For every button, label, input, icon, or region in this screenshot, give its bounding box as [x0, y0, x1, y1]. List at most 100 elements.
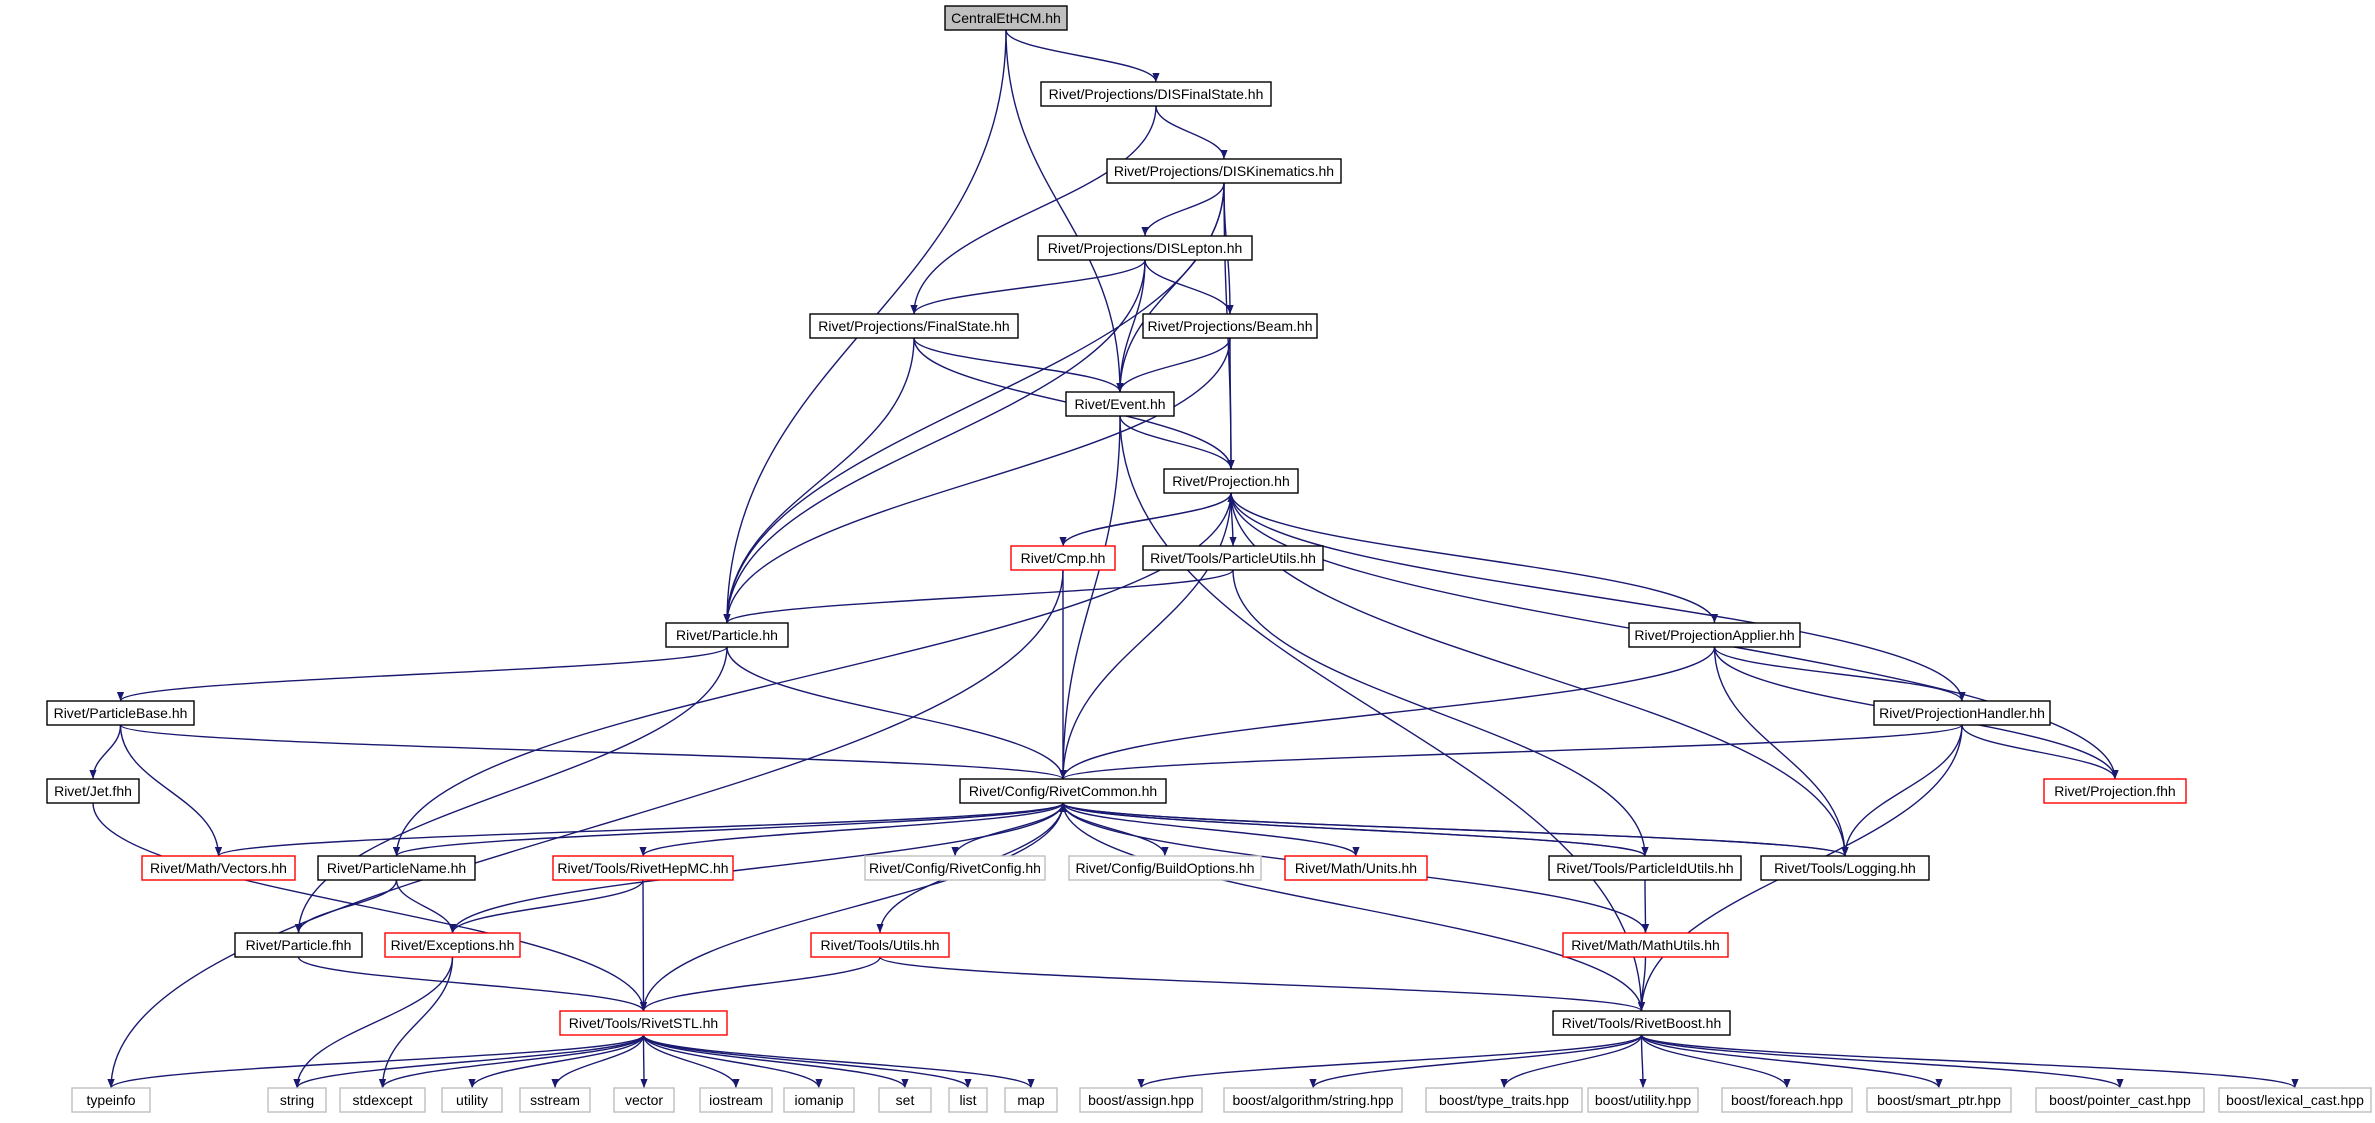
node-particlefhh[interactable]: Rivet/Particle.fhh — [234, 932, 363, 958]
edge-projection-to-projhandler — [1230, 492, 1966, 702]
edge-projection-to-rivetcommon — [1059, 492, 1232, 780]
node-label: Rivet/Projections/FinalState.hh — [818, 318, 1009, 334]
node-box — [2218, 1087, 2372, 1113]
edge-rivetboost-to-foreach — [1640, 1034, 1791, 1089]
node-units[interactable]: Rivet/Math/Units.hh — [1284, 855, 1428, 881]
node-box — [441, 1087, 503, 1113]
edge-rivetstl-to-stdexcept — [378, 1034, 645, 1089]
edge-rivetboost-to-boostutility — [1639, 1034, 1647, 1089]
node-box — [1065, 391, 1175, 417]
edge-projapplier-to-logging — [1713, 646, 1849, 857]
node-box — [46, 700, 195, 726]
node-buildoptions: Rivet/Config/BuildOptions.hh — [1068, 855, 1262, 881]
node-particlebase[interactable]: Rivet/ParticleBase.hh — [46, 700, 195, 726]
node-diskin[interactable]: Rivet/Projections/DISKinematics.hh — [1106, 158, 1342, 184]
edge-disfinal-to-finalstate — [910, 105, 1157, 315]
node-beam[interactable]: Rivet/Projections/Beam.hh — [1142, 313, 1318, 339]
node-exceptions[interactable]: Rivet/Exceptions.hh — [384, 932, 521, 958]
node-label: Rivet/ParticleName.hh — [327, 860, 466, 876]
node-utils[interactable]: Rivet/Tools/Utils.hh — [810, 932, 950, 958]
edge-rivetboost-to-smartptr — [1640, 1034, 1943, 1089]
node-label: boost/type_traits.hpp — [1439, 1092, 1569, 1108]
node-box — [2035, 1087, 2205, 1113]
node-particleutils[interactable]: Rivet/Tools/ParticleUtils.hh — [1142, 545, 1324, 571]
node-set: set — [878, 1087, 932, 1113]
node-label: Rivet/ProjectionApplier.hh — [1634, 627, 1794, 643]
node-utility: utility — [441, 1087, 503, 1113]
node-label: boost/pointer_cast.hpp — [2049, 1092, 2191, 1108]
node-rivetstl[interactable]: Rivet/Tools/RivetSTL.hh — [559, 1010, 728, 1036]
edge-rivetstl-to-sstream — [551, 1034, 645, 1089]
node-box — [519, 1087, 591, 1113]
node-algstring: boost/algorithm/string.hpp — [1223, 1087, 1403, 1113]
edge-rivetboost-to-assign — [1137, 1034, 1643, 1089]
edge-event-to-rivetcommon — [1059, 415, 1121, 780]
node-label: Rivet/Projections/DISLepton.hh — [1048, 240, 1243, 256]
node-label: set — [896, 1092, 915, 1108]
edge-finalstate-to-event — [913, 337, 1124, 393]
node-central[interactable]: CentralEtHCM.hh — [944, 5, 1068, 31]
node-label: iostream — [709, 1092, 763, 1108]
node-particle[interactable]: Rivet/Particle.hh — [665, 622, 789, 648]
node-sstream: sstream — [519, 1087, 591, 1113]
node-mathutils[interactable]: Rivet/Math/MathUtils.hh — [1562, 932, 1729, 958]
node-projfhh[interactable]: Rivet/Projection.fhh — [2043, 778, 2187, 804]
node-box — [1079, 1087, 1203, 1113]
node-label: Rivet/Particle.fhh — [246, 937, 352, 953]
edge-rivetboost-to-typetraits — [1500, 1034, 1643, 1089]
edge-logging-to-rivetcommon — [1059, 802, 1846, 857]
node-disfinal[interactable]: Rivet/Projections/DISFinalState.hh — [1040, 81, 1272, 107]
node-event[interactable]: Rivet/Event.hh — [1065, 391, 1175, 417]
edge-rivetboost-to-lexicalcast — [1640, 1034, 2299, 1089]
edge-projhandler-to-rivetcommon — [1059, 724, 1963, 780]
node-box — [1163, 468, 1299, 494]
node-particleidutils[interactable]: Rivet/Tools/ParticleIdUtils.hh — [1548, 855, 1742, 881]
node-rivetboost[interactable]: Rivet/Tools/RivetBoost.hh — [1552, 1010, 1731, 1036]
node-projapplier[interactable]: Rivet/ProjectionApplier.hh — [1628, 622, 1801, 648]
node-box — [1552, 1010, 1731, 1036]
node-logging[interactable]: Rivet/Tools/Logging.hh — [1760, 855, 1930, 881]
node-box — [384, 932, 521, 958]
node-jetfhh[interactable]: Rivet/Jet.fhh — [46, 778, 140, 804]
node-box — [1548, 855, 1742, 881]
edge-rivetcommon-to-units — [1062, 802, 1360, 857]
node-label: Rivet/Tools/ParticleIdUtils.hh — [1556, 860, 1733, 876]
node-label: Rivet/Math/Units.hh — [1295, 860, 1417, 876]
edge-rivetcommon-to-rivethepmc — [639, 802, 1064, 857]
node-particlename[interactable]: Rivet/ParticleName.hh — [317, 855, 476, 881]
edge-event-to-projection — [1119, 415, 1235, 470]
node-dislepton[interactable]: Rivet/Projections/DISLepton.hh — [1037, 235, 1253, 261]
node-label: boost/foreach.hpp — [1731, 1092, 1843, 1108]
node-box — [317, 855, 476, 881]
edge-utils-to-rivetboost — [879, 956, 1645, 1012]
node-projhandler[interactable]: Rivet/ProjectionHandler.hh — [1873, 700, 2051, 726]
node-rivethepmc[interactable]: Rivet/Tools/RivetHepMC.hh — [552, 855, 734, 881]
edge-particlebase-to-jetfhh — [89, 724, 122, 780]
node-stdexcept: stdexcept — [339, 1087, 426, 1113]
node-rivetcommon[interactable]: Rivet/Config/RivetCommon.hh — [959, 778, 1167, 804]
node-finalstate[interactable]: Rivet/Projections/FinalState.hh — [809, 313, 1019, 339]
edge-mathutils-to-rivetboost — [1637, 956, 1647, 1012]
edge-dislepton-to-beam — [1144, 259, 1234, 315]
node-vectors[interactable]: Rivet/Math/Vectors.hh — [141, 855, 296, 881]
node-rivetconfig: Rivet/Config/RivetConfig.hh — [864, 855, 1046, 881]
node-label: Rivet/Config/RivetConfig.hh — [869, 860, 1041, 876]
edge-dislepton-to-finalstate — [910, 259, 1146, 315]
edge-particle-to-particlefhh — [294, 646, 728, 934]
node-box — [948, 1087, 988, 1113]
node-cmp[interactable]: Rivet/Cmp.hh — [1010, 545, 1116, 571]
node-box — [665, 622, 789, 648]
node-box — [1562, 932, 1729, 958]
node-foreach: boost/foreach.hpp — [1721, 1087, 1853, 1113]
node-projection[interactable]: Rivet/Projection.hh — [1163, 468, 1299, 494]
node-label: Rivet/Tools/Logging.hh — [1774, 860, 1916, 876]
node-box — [267, 1087, 327, 1113]
node-box — [1010, 545, 1116, 571]
node-box — [1040, 81, 1272, 107]
node-box — [71, 1087, 151, 1113]
node-label: boost/utility.hpp — [1595, 1092, 1691, 1108]
node-map: map — [1004, 1087, 1058, 1113]
edge-diskin-to-dislepton — [1141, 182, 1225, 237]
edge-rivetcommon-to-particlename — [393, 802, 1064, 857]
edge-rivetstl-to-list — [642, 1034, 972, 1089]
